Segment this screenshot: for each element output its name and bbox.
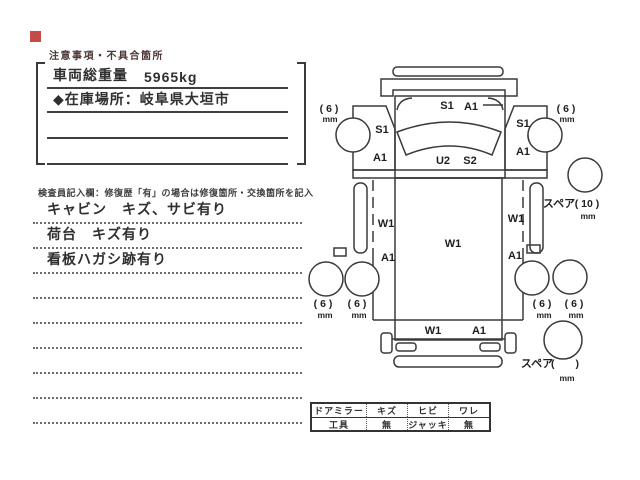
info-box: 車両総重量 5965kg ◆在庫場所：岐阜県大垣市 [47, 63, 288, 165]
windshield-pillar-left [396, 97, 413, 111]
tire-depth-front-right: ( 6 ) [557, 103, 576, 115]
table-cell: 無 [448, 417, 489, 430]
table-cell: ジャッキ [407, 417, 448, 430]
inspector-note: 検査員記入欄：修復歴「有」の場合は修復箇所・交換箇所を記入 [38, 188, 314, 198]
tire-unit-rear-right-inner: mm [536, 310, 552, 320]
windshield-band [396, 121, 502, 156]
zone-label-bed-bottom-a1: A1 [472, 325, 486, 337]
zone-label-bed-left-a1: A1 [381, 252, 395, 264]
bracket-left [36, 62, 45, 165]
wheel-rear-left-inner [344, 261, 380, 297]
stock-location-row: ◆在庫場所：岐阜県大垣市 [47, 89, 288, 113]
red-square-marker [30, 31, 41, 42]
rear-flap-right [479, 342, 501, 352]
spare-top-depth: ( 10 ) [575, 198, 600, 210]
gross-weight-label: 車両総重量 [53, 67, 128, 83]
tire-depth-rear-right-inner: ( 6 ) [533, 298, 552, 310]
bed-floor [394, 177, 503, 341]
zone-label-windshield-u2: U2 [436, 155, 450, 167]
front-bumper [380, 78, 518, 97]
wheel-rear-right-inner [514, 260, 550, 296]
zone-label-cab-top-a1: A1 [464, 101, 478, 113]
entry-line: 看板ハガシ跡有り [33, 249, 302, 274]
notice-title: 注意事項・不具合箇所 [49, 51, 164, 62]
zone-label-bed-right-w1: W1 [508, 213, 525, 225]
entry-line [33, 349, 302, 374]
door-panel-right [504, 105, 548, 171]
rear-tab-right [504, 332, 517, 354]
zone-label-cab-top-s1: S1 [440, 100, 453, 112]
spring-hanger-right [526, 244, 541, 254]
gross-weight-row: 車両総重量 5965kg [47, 63, 288, 89]
spare-bottom-unit: mm [559, 373, 575, 383]
tire-unit-front-right: mm [559, 114, 575, 124]
tire-depth-rear-right-outer: ( 6 ) [565, 298, 584, 310]
blank-info-row [47, 139, 288, 165]
table-cell: キズ [366, 404, 407, 417]
zone-label-door-left-s1: S1 [375, 124, 388, 136]
zone-label-windshield-s2: S2 [463, 155, 476, 167]
front-top-bar [392, 66, 504, 77]
table-cell: 無 [366, 417, 407, 430]
entry-text: キャビン キズ、サビ有り [47, 201, 227, 217]
rear-tab-left [380, 332, 393, 354]
entry-line [33, 399, 302, 424]
bed-headboard [352, 169, 548, 179]
spare-bottom-label: スペア [521, 357, 553, 370]
tire-unit-rear-right-outer: mm [568, 310, 584, 320]
zone-label-door-right-a1: A1 [516, 146, 530, 158]
entry-line [33, 299, 302, 324]
side-rail-left [353, 182, 368, 254]
spare-wheel-bottom [543, 320, 583, 360]
spare-top-unit: mm [580, 211, 596, 221]
tire-unit-rear-left-inner: mm [351, 310, 367, 320]
inspector-entries: キャビン キズ、サビ有り 荷台 キズ有り 看板ハガシ跡有り [33, 199, 302, 424]
zone-label-bed-bottom-w1: W1 [425, 325, 442, 337]
table-cell: ヒビ [407, 404, 448, 417]
spare-wheel-top [567, 157, 603, 193]
entry-text: 荷台 キズ有り [47, 226, 152, 242]
spring-hanger-left [333, 247, 347, 257]
entry-line [33, 324, 302, 349]
zone-label-bed-right-a1: A1 [508, 250, 522, 262]
tire-unit-rear-left-outer: mm [317, 310, 333, 320]
zone-label-bed-left-w1: W1 [378, 218, 395, 230]
entry-line [33, 374, 302, 399]
table-cell: ドアミラー [314, 406, 364, 416]
windshield-pillar-right [487, 97, 504, 111]
table-cell: ワレ [448, 404, 489, 417]
wheel-front-left [335, 117, 371, 153]
wheel-front-right [527, 117, 563, 153]
entry-line [33, 274, 302, 299]
zone-label-door-right-s1: S1 [516, 118, 529, 130]
stock-location-text: ◆在庫場所：岐阜県大垣市 [53, 91, 230, 107]
tire-depth-front-left: ( 6 ) [320, 103, 339, 115]
entry-line: キャビン キズ、サビ有り [33, 199, 302, 224]
blank-info-row [47, 113, 288, 139]
door-panel-left [352, 105, 396, 171]
wheel-rear-left-outer [308, 261, 344, 297]
tire-depth-rear-left-outer: ( 6 ) [314, 298, 333, 310]
tire-depth-rear-left-inner: ( 6 ) [348, 298, 367, 310]
rear-flap-left [395, 342, 417, 352]
spare-bottom-depth: ( ) [551, 358, 579, 370]
zone-label-bed-center-w1: W1 [445, 238, 462, 250]
truck-diagram: S1 A1 S1 A1 S1 A1 U2 S2 W1 A1 W1 A1 W1 W… [308, 66, 603, 383]
side-rail-right [529, 182, 544, 254]
table-cell: 工具 [312, 417, 366, 430]
spare-top-label: スペア [543, 197, 575, 210]
zone-label-door-left-a1: A1 [373, 152, 387, 164]
entry-text: 看板ハガシ跡有り [47, 251, 167, 267]
wheel-rear-right-outer [552, 259, 588, 295]
condition-table: ドアミラー キズ ヒビ ワレ 工具 無 ジャッキ 無 [310, 402, 491, 432]
gross-weight-value: 5965kg [144, 69, 198, 85]
tire-unit-front-left: mm [322, 114, 338, 124]
rear-bumper [393, 355, 503, 368]
entry-line: 荷台 キズ有り [33, 224, 302, 249]
bracket-right [297, 62, 306, 165]
